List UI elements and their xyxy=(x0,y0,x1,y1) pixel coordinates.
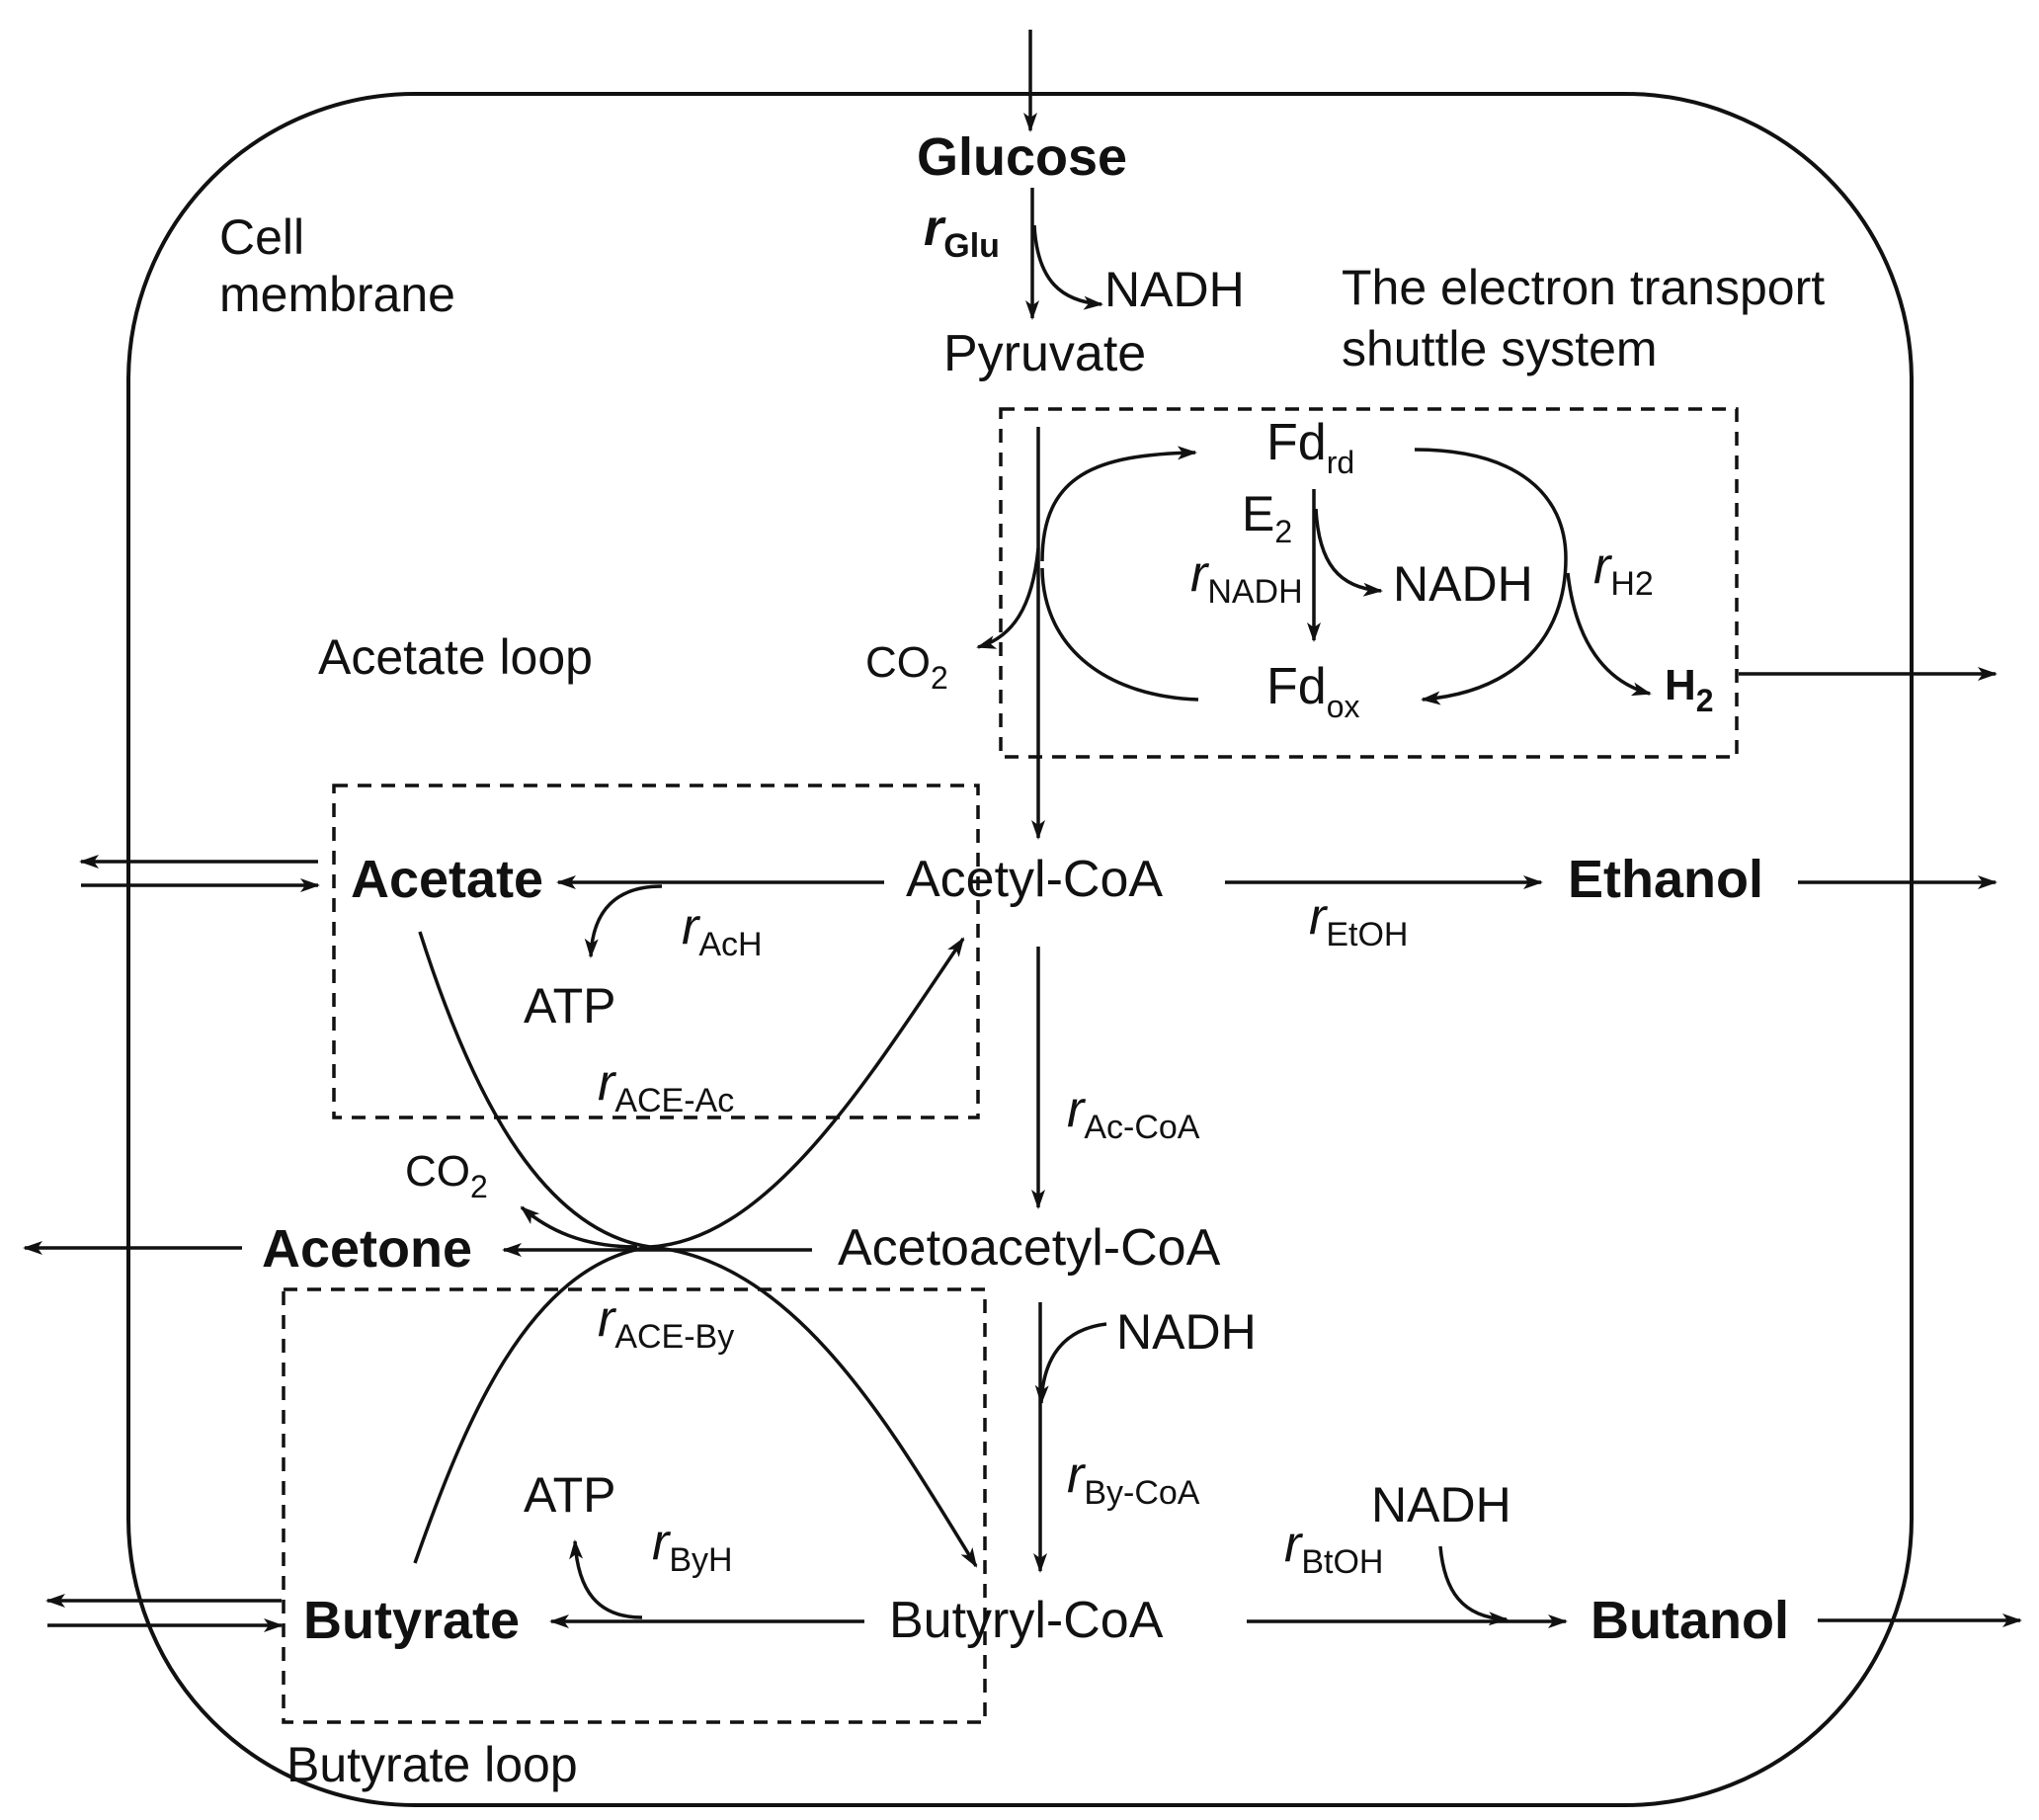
h2-production-arrow xyxy=(1566,572,1652,697)
butyrate-loop-label: Butyrate loop xyxy=(286,1737,578,1792)
atp-top-label: ATP xyxy=(524,978,616,1034)
co2-release-arrow-top xyxy=(976,547,1040,649)
acetoacetyl-coa-label: Acetoacetyl-CoA xyxy=(838,1219,1221,1277)
butyryl-coa-label: Butyryl-CoA xyxy=(889,1592,1164,1649)
rate-glu: rGlu xyxy=(924,200,1000,265)
cell-membrane-label-1: Cell xyxy=(219,209,304,265)
fd-rd-label: Fdrd xyxy=(1266,414,1354,480)
rate-btoh: rBtOH xyxy=(1284,1516,1383,1581)
shuttle-nadh-arrow xyxy=(1314,508,1383,597)
atp-bottom-label: ATP xyxy=(524,1467,616,1523)
rate-by-coa: rBy-CoA xyxy=(1067,1447,1200,1512)
glycolysis-nadh-arrow xyxy=(1032,224,1103,310)
nadh-shuttle-label: NADH xyxy=(1393,556,1533,612)
pyruvate-label: Pyruvate xyxy=(943,325,1146,382)
butyrate-atp-arrow xyxy=(569,1539,643,1619)
nadh-bottom-label: NADH xyxy=(1371,1477,1511,1532)
fd-reduction-arc xyxy=(1040,446,1197,562)
cell-membrane-label-2: membrane xyxy=(219,267,455,322)
rate-byh: rByH xyxy=(652,1514,733,1579)
e2-label: E2 xyxy=(1242,486,1292,549)
acetate-atp-arrow xyxy=(584,884,663,958)
cell-membrane-outline xyxy=(126,92,1914,1807)
rate-etoh: rEtOH xyxy=(1309,888,1408,953)
rate-ac-coa: rAc-CoA xyxy=(1067,1081,1200,1146)
nadh-mid-label: NADH xyxy=(1116,1304,1257,1360)
rate-ace-by: rACE-By xyxy=(598,1290,734,1356)
acetate-label: Acetate xyxy=(351,850,543,909)
ethanol-label: Ethanol xyxy=(1568,850,1763,909)
butyrate-to-acetone-curve xyxy=(413,1245,651,1564)
fd-return-arc xyxy=(1040,567,1199,702)
acetone-label: Acetone xyxy=(262,1219,472,1279)
co2-bottom-label: CO2 xyxy=(405,1147,488,1204)
acetate-loop-label: Acetate loop xyxy=(318,629,593,685)
fd-ox-label: Fdox xyxy=(1266,658,1359,724)
fd-oxidation-arc xyxy=(1414,448,1568,705)
rate-nadh: rNADH xyxy=(1190,545,1303,611)
butyrate-loop-box xyxy=(282,1287,987,1724)
co2-release-arrow-bottom xyxy=(520,1205,638,1249)
rate-ach: rAcH xyxy=(682,898,763,963)
shuttle-label-2: shuttle system xyxy=(1342,321,1658,376)
nadh-mid-arrow xyxy=(1034,1322,1107,1405)
electron-shuttle-box xyxy=(999,407,1739,759)
nadh-bottom-arrow xyxy=(1438,1545,1509,1626)
acetone-to-butyryl-coa-curve xyxy=(649,1245,978,1568)
butanol-label: Butanol xyxy=(1590,1591,1789,1650)
h2-label: H2 xyxy=(1665,661,1714,718)
butyrate-label: Butyrate xyxy=(303,1591,520,1650)
nadh-top-label: NADH xyxy=(1104,262,1245,317)
rate-ace-ac: rACE-Ac xyxy=(598,1054,734,1119)
acetate-to-acetone-curve xyxy=(418,931,651,1249)
acetone-to-acetyl-coa-curve xyxy=(649,937,965,1249)
co2-top-label: CO2 xyxy=(865,638,948,696)
acetate-loop-box xyxy=(332,784,980,1119)
rate-h2: rH2 xyxy=(1593,538,1654,603)
glucose-label: Glucose xyxy=(917,127,1127,187)
acetyl-coa-label: Acetyl-CoA xyxy=(906,851,1163,908)
shuttle-label-1: The electron transport xyxy=(1342,260,1825,315)
